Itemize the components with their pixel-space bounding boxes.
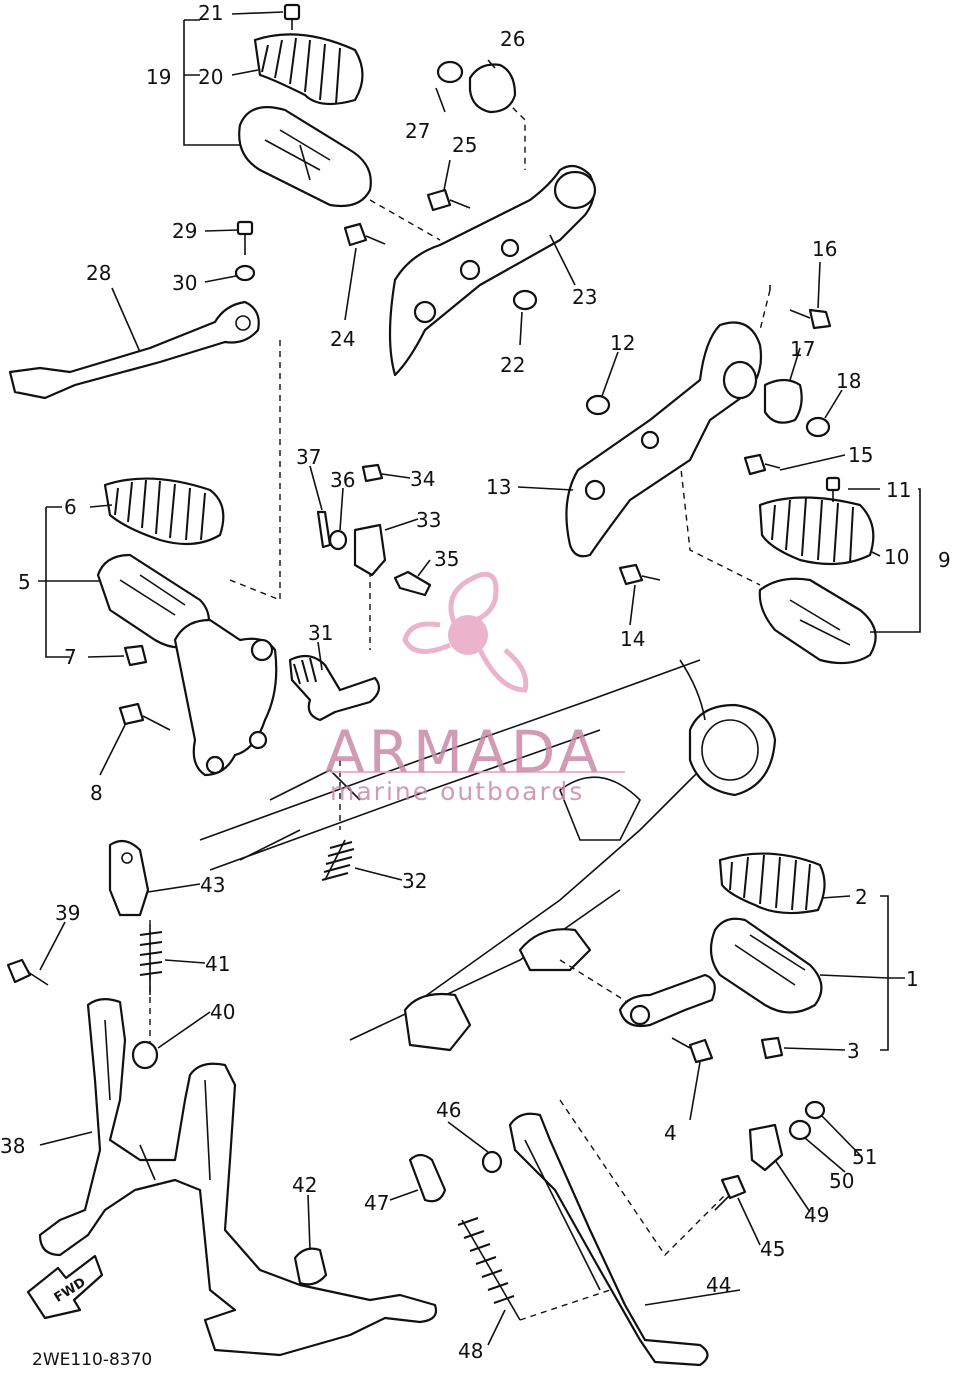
callout-label-32: 32 (402, 869, 427, 893)
callout-label-7: 7 (64, 645, 77, 669)
callout-label-51: 51 (852, 1145, 877, 1169)
callout-label-47: 47 (364, 1191, 389, 1215)
callout-label-33: 33 (416, 508, 441, 532)
callout-label-8: 8 (90, 781, 103, 805)
callout-label-34: 34 (410, 467, 435, 491)
callout-label-2: 2 (855, 885, 868, 909)
callout-label-44: 44 (706, 1273, 731, 1297)
callout-label-3: 3 (847, 1039, 860, 1063)
callout-label-15: 15 (848, 443, 873, 467)
callout-label-39: 39 (55, 901, 80, 925)
callout-label-5: 5 (18, 570, 31, 594)
front-footrest-left (96, 477, 278, 777)
callout-label-12: 12 (610, 331, 635, 355)
callout-label-31: 31 (308, 621, 333, 645)
bushes (436, 60, 517, 114)
callout-label-27: 27 (405, 119, 430, 143)
callout-label-50: 50 (829, 1169, 854, 1193)
watermark-tagline: marine outboards (330, 777, 585, 806)
callout-label-19: 19 (146, 65, 171, 89)
callout-label-26: 26 (500, 27, 525, 51)
callout-label-41: 41 (205, 952, 230, 976)
callout-label-16: 16 (812, 237, 837, 261)
front-footrest-right (618, 852, 826, 1064)
callout-label-38: 38 (0, 1134, 25, 1158)
callout-label-49: 49 (804, 1203, 829, 1227)
leader-lines (38, 11, 921, 1346)
callout-label-40: 40 (210, 1000, 235, 1024)
rear-bracket-left (388, 164, 597, 377)
watermark (330, 571, 625, 773)
callout-label-46: 46 (436, 1098, 461, 1122)
callout-label-42: 42 (292, 1173, 317, 1197)
callout-label-20: 20 (198, 65, 223, 89)
fwd-arrow-icon: FWD (26, 1254, 104, 1320)
callout-label-17: 17 (790, 337, 815, 361)
callout-label-35: 35 (434, 547, 459, 571)
callout-label-22: 22 (500, 353, 525, 377)
shift-parts (288, 463, 432, 881)
rear-footrest-right (758, 476, 877, 665)
callout-label-14: 14 (620, 627, 645, 651)
callout-label-29: 29 (172, 219, 197, 243)
callout-label-24: 24 (330, 327, 355, 351)
callout-label-23: 23 (572, 285, 597, 309)
callout-label-28: 28 (86, 261, 111, 285)
callout-label-45: 45 (760, 1237, 785, 1261)
frame-outline (199, 659, 777, 1052)
callout-label-1: 1 (906, 967, 919, 991)
side-stand (408, 1100, 826, 1367)
rear-footrest-left (238, 3, 372, 208)
callout-label-6: 6 (64, 495, 77, 519)
center-stand (6, 839, 438, 1357)
callout-label-43: 43 (200, 873, 225, 897)
callout-label-9: 9 (938, 548, 951, 572)
callout-label-21: 21 (198, 1, 223, 25)
callout-label-13: 13 (486, 475, 511, 499)
callout-label-4: 4 (664, 1121, 677, 1145)
propeller-logo-icon (402, 571, 529, 693)
drawing-code: 2WE110-8370 (32, 1350, 153, 1370)
bolts-upper (343, 188, 538, 311)
callout-label-11: 11 (886, 478, 911, 502)
brake-pedal (8, 220, 260, 400)
callout-label-37: 37 (296, 445, 321, 469)
callout-label-10: 10 (884, 545, 909, 569)
callout-label-36: 36 (330, 468, 355, 492)
watermark-brand: ARMADA (325, 718, 603, 786)
callout-label-25: 25 (452, 133, 477, 157)
rear-bracket-right (565, 308, 832, 586)
callout-label-48: 48 (458, 1339, 483, 1363)
callout-label-18: 18 (836, 369, 861, 393)
callout-label-30: 30 (172, 271, 197, 295)
